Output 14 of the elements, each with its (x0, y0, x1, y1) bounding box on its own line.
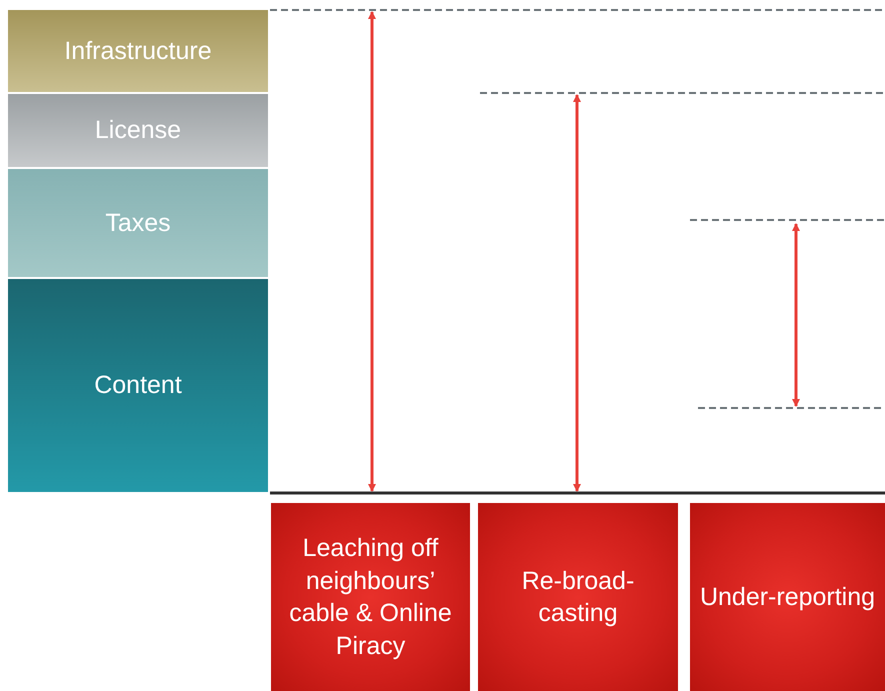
category-box (478, 503, 678, 691)
node-label: License (94, 116, 182, 145)
layer-band (8, 169, 268, 277)
category-box (271, 503, 470, 691)
category-box (690, 503, 885, 691)
node-label: Re-broad-casting (520, 566, 636, 629)
node-label: Content (94, 371, 182, 400)
node-label: Taxes (105, 208, 171, 238)
layer-band (8, 279, 268, 492)
layer-band (8, 10, 268, 92)
node-label: Under-reporting (700, 582, 876, 613)
node-label: Leaching off neighbours’ cable & Online Piracy (288, 533, 453, 662)
node-label: Infrastructure (64, 36, 212, 66)
layer-band (8, 94, 268, 167)
